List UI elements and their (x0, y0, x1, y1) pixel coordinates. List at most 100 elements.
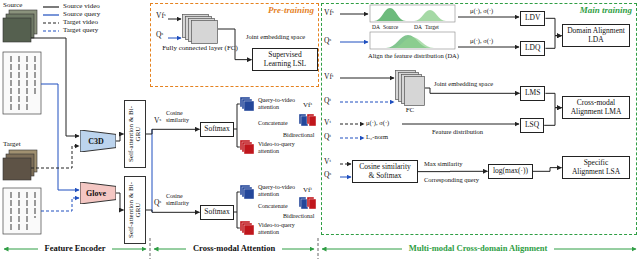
section-title: Cross-modal Attention (193, 244, 275, 254)
legend-sample (42, 28, 60, 34)
process-box: Cosine similarity & Softmax (352, 160, 418, 183)
box-label: LMS (525, 89, 540, 98)
attention-map (309, 199, 316, 209)
box-label: LSQ (525, 121, 539, 130)
box-label: Cosine similarity & Softmax (357, 163, 413, 180)
block-label: Self-attention & Bi-GRU (128, 104, 143, 164)
section-divider (150, 238, 318, 259)
input-arrow (340, 164, 351, 165)
annotation-label: Joint embedding space (434, 80, 493, 87)
section-arrow (322, 249, 402, 250)
legend: Source videoSource queryTarget videoTarg… (42, 3, 122, 37)
annotation-label: Qˢ (324, 37, 331, 46)
loss-box: Cross-modal Alignment LMA (562, 96, 630, 119)
annotation-label: Cosine similarity (166, 193, 194, 207)
source-query-wire (41, 84, 79, 190)
connector (544, 108, 561, 126)
input-arrow (340, 14, 368, 15)
input-arrow (168, 38, 181, 39)
section-arrow (282, 249, 314, 250)
alignment-wires (340, 14, 519, 177)
legend-row: Target query (42, 27, 122, 35)
attention-map (244, 144, 254, 154)
annotation-label: Source (3, 1, 22, 9)
legend-text: Target query (63, 27, 98, 35)
connector (116, 134, 124, 141)
source-query-box (3, 52, 41, 114)
connector (418, 171, 488, 172)
legend-row: Target video (42, 19, 122, 27)
box-label: Supervised Learning LSL (257, 51, 313, 68)
attention-map (244, 101, 254, 111)
process-box: Self-attention & Bi-GRU (124, 100, 146, 168)
connector (116, 193, 124, 210)
process-box: log(max(·)) (488, 164, 533, 179)
layer-stack: FC (395, 70, 425, 106)
annotation-label: Video-to-query attention (258, 222, 298, 236)
annotation-label: Vfˢ (156, 12, 166, 21)
input-arrow (340, 42, 368, 43)
loss-box: LMS (520, 86, 545, 101)
loss-box: LSQ (520, 118, 544, 133)
annotation-label: L₂-norm (366, 133, 388, 140)
connector (545, 93, 561, 107)
section-arrow (112, 249, 146, 250)
connector (146, 129, 200, 134)
connector (146, 210, 200, 212)
box-label: Specific Alignment LSA (567, 159, 625, 176)
annotation-label: Target (425, 24, 439, 30)
flow-arrow (402, 124, 519, 125)
softmax-wire (234, 192, 240, 228)
annotation-label: Vˢ (154, 117, 161, 126)
annotation-label: DA (372, 24, 380, 30)
legend-text: Source query (63, 11, 100, 19)
annotation-label: Query-to-video attention (258, 97, 298, 111)
annotation-label: Feature distribution (432, 128, 483, 135)
input-arrow (340, 177, 351, 178)
block-label: Self-attention & Bi-GRU (128, 180, 143, 240)
pretraining-wires (168, 19, 181, 38)
source-video-wire (31, 38, 79, 136)
legend-sample (42, 4, 60, 10)
video-frame (3, 18, 31, 42)
annotation-label: μ(·), σ(·) (366, 119, 389, 126)
section-arrow (554, 249, 636, 250)
legend-line (43, 22, 59, 23)
annotation-label: Qᵗ (324, 97, 331, 106)
process-box: Softmax (200, 122, 234, 137)
annotation-label: Vfˢ (303, 101, 312, 109)
annotation-label: Concatenate (258, 120, 288, 127)
plot-frame (370, 5, 455, 22)
annotation-label: Cosine similarity (166, 110, 194, 124)
legend-row: Source video (42, 3, 122, 11)
legend-sample (42, 20, 60, 26)
section-arrow (4, 249, 38, 250)
annotation-label: Vᵗ (324, 158, 331, 167)
input-arrow (340, 124, 364, 125)
layer-stack-shape (182, 14, 218, 44)
input-arrow (340, 78, 394, 79)
encoder-block: C3D (80, 130, 116, 152)
query-text-lines (11, 192, 35, 230)
distribution-plots (370, 5, 455, 49)
attention-map (309, 116, 316, 126)
input-arrow (168, 19, 181, 20)
layer-caption: Fully connected layer (FC) (162, 45, 238, 53)
legend-sample (42, 12, 60, 18)
group-panel: Pre-trainingFully connected layer (FC)Su… (150, 3, 319, 87)
input-wires (31, 38, 79, 211)
annotation-label: Bidirectional (283, 132, 314, 139)
annotation-label: DA (414, 24, 422, 30)
loss-box: LDQ (520, 41, 545, 56)
section-title: Multi-modal Cross-domain Alignment (409, 244, 548, 254)
annotation-label: Bidirectional (283, 213, 314, 220)
annotation-label: Qᵗ (324, 133, 331, 142)
loss-box: Specific Alignment LSA (562, 156, 630, 179)
process-box: Softmax (200, 205, 234, 220)
legend-text: Target video (63, 19, 98, 27)
source-video-frames (3, 10, 37, 42)
video-frame (3, 158, 31, 180)
block-label: Glove (86, 189, 110, 198)
